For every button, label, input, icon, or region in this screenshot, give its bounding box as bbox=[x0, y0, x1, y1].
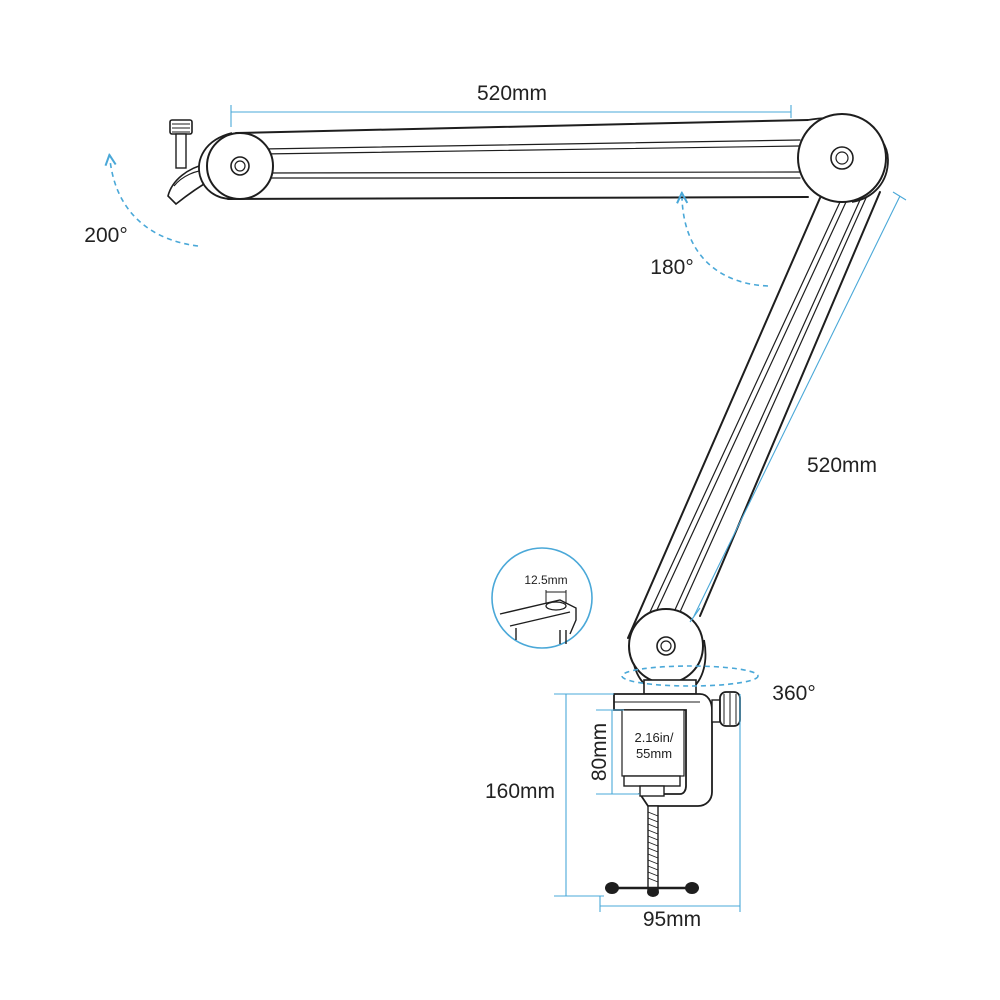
dimension-clamp-width bbox=[599, 694, 741, 912]
clamp-width-label: 95mm bbox=[643, 908, 701, 931]
top-arm-length-label: 520mm bbox=[477, 82, 547, 105]
lower-arm bbox=[627, 191, 881, 639]
clamp-inner-height-label: 80mm bbox=[588, 723, 611, 781]
desk-clamp bbox=[605, 679, 741, 897]
base-pivot bbox=[628, 608, 707, 691]
top-arm bbox=[227, 119, 809, 200]
head-pivot bbox=[198, 132, 274, 200]
base-rotation-ellipse bbox=[621, 665, 759, 687]
elbow-rotation-label: 180° bbox=[650, 256, 693, 279]
dimension-clamp-inner-height bbox=[596, 709, 640, 795]
mount-hole-detail bbox=[491, 547, 593, 649]
head-rotation-label: 200° bbox=[84, 224, 127, 247]
lower-arm-length-label: 520mm bbox=[807, 454, 877, 477]
dimension-lower-arm bbox=[689, 191, 907, 623]
clamp-opening-label-line2: 55mm bbox=[636, 746, 672, 761]
elbow-rotation-arc bbox=[682, 198, 769, 287]
dimension-total-clamp-height bbox=[554, 693, 614, 897]
clamp-opening-label-line1: 2.16in/ bbox=[634, 730, 673, 745]
total-clamp-height-label: 160mm bbox=[485, 780, 555, 803]
mount-hole-label: 12.5mm bbox=[524, 573, 567, 587]
base-rotation-label: 360° bbox=[772, 682, 815, 705]
head-rotation-arc bbox=[110, 160, 199, 247]
elbow-pivot bbox=[797, 113, 889, 203]
dimension-top-arm bbox=[230, 105, 792, 127]
